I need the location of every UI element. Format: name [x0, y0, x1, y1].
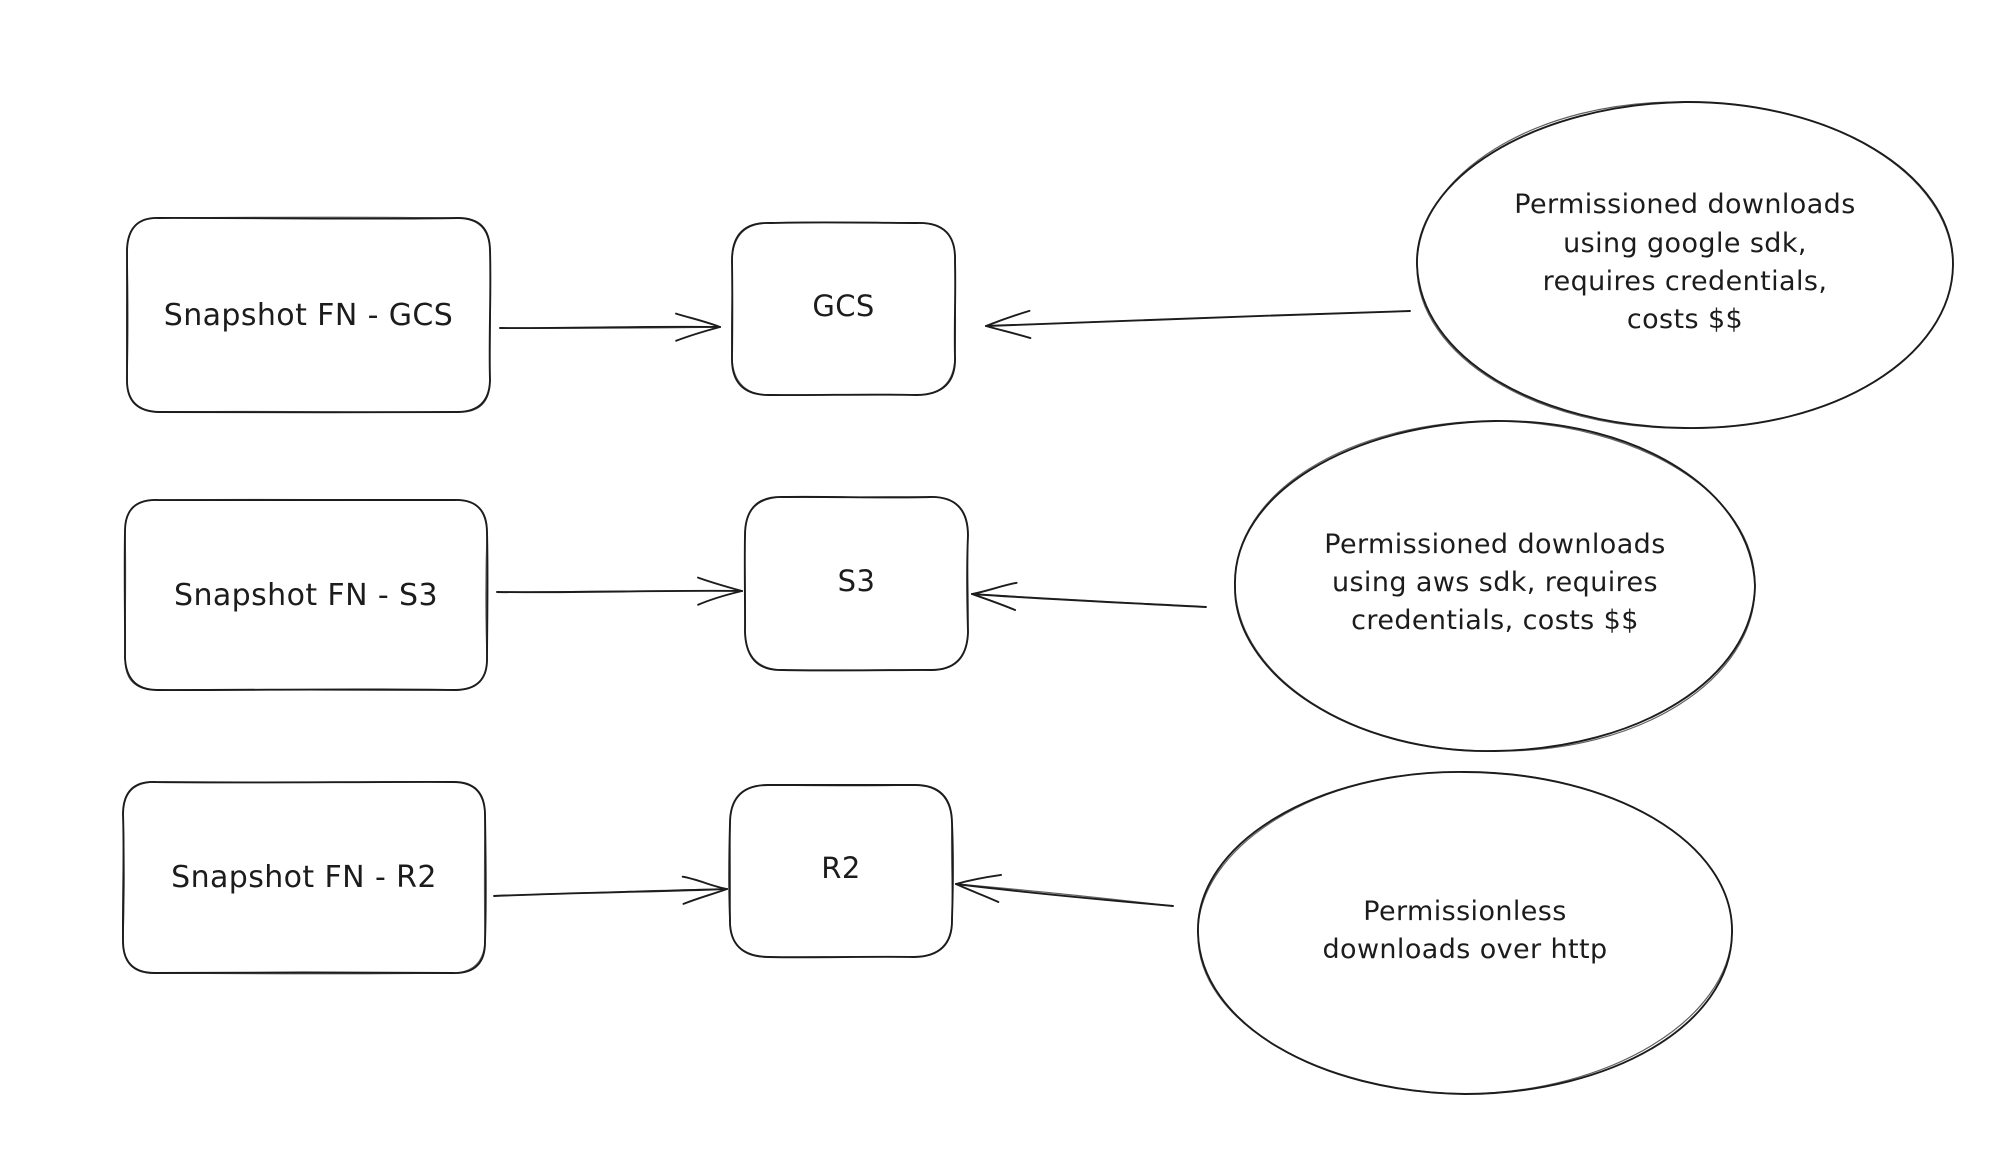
sketch-stroke [126, 216, 492, 413]
sketch-stroke [730, 221, 957, 396]
snapshot-fn-gcs-box [126, 216, 492, 414]
arrow-snapshot-to-gcs [499, 312, 721, 342]
sketch-stroke [955, 883, 1000, 903]
arrow-snapshot-to-s3 [496, 576, 743, 606]
sketch-stroke [122, 781, 486, 975]
sketch-stroke [697, 590, 743, 606]
snapshot-fn-r2-box [121, 781, 487, 975]
sketch-stroke [1234, 420, 1756, 752]
sketch-stroke [729, 784, 953, 958]
note-s3-ellipse [1234, 420, 1756, 752]
sketch-stroke [955, 883, 1174, 907]
snapshot-fn-gcs-label: Snapshot FN - GCS [163, 297, 454, 333]
sketch-stroke [675, 326, 721, 342]
sketch-stroke [985, 325, 1032, 339]
sketch-stroke [675, 312, 721, 328]
sketch-stroke [955, 883, 1174, 907]
note-gcs-ellipse [1416, 101, 1954, 429]
sketch-stroke [496, 590, 743, 593]
snapshot-fn-s3-label: Snapshot FN - S3 [174, 577, 438, 613]
sketch-stroke [971, 593, 1207, 608]
r2-label: R2 [821, 851, 861, 885]
sketch-stroke [955, 873, 1003, 885]
sketch-stroke [697, 576, 743, 592]
s3-box [743, 495, 969, 672]
sketch-stroke [1416, 101, 1954, 429]
arrow-snapshot-to-r2 [493, 875, 728, 905]
sketch-stroke [971, 581, 1018, 595]
arrow-note-to-gcs [985, 309, 1411, 339]
note-gcs-text: Permissioned downloads using google sdk,… [1514, 189, 1856, 336]
gcs-box [730, 221, 957, 397]
r2-box [728, 784, 954, 959]
sketch-stroke [124, 498, 488, 691]
sketch-stroke [681, 875, 728, 890]
sketch-stroke [985, 309, 1031, 327]
sketch-stroke [499, 326, 721, 329]
note-r2-ellipse [1197, 771, 1733, 1095]
snapshot-fn-r2-label: Snapshot FN - R2 [171, 860, 437, 895]
note-s3-text: Permissioned downloads using aws sdk, re… [1324, 528, 1666, 637]
arrow-note-to-r2 [955, 873, 1174, 907]
sketch-stroke [493, 888, 728, 897]
sketch-stroke [971, 593, 1017, 611]
gcs-label: GCS [812, 289, 875, 323]
sketch-stroke [985, 310, 1411, 327]
snapshot-fn-s3-box [123, 498, 489, 691]
s3-label: S3 [837, 563, 876, 598]
arrow-note-to-s3 [971, 581, 1207, 611]
sketch-stroke [744, 496, 969, 672]
sketch-stroke [1197, 771, 1733, 1095]
sketch-stroke [682, 888, 728, 905]
note-r2-text: Permissionless downloads over http [1322, 895, 1608, 965]
